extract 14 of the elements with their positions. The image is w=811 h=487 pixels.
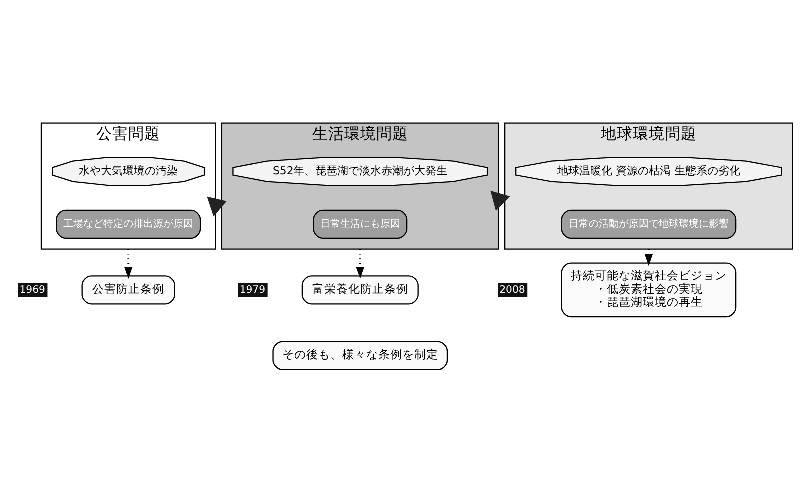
node-label: 1979 bbox=[240, 284, 266, 296]
arrow bbox=[124, 249, 133, 280]
arrow bbox=[207, 196, 227, 217]
node-label: 2008 bbox=[500, 284, 526, 296]
node-box: 持続可能な滋賀社会ビジョン ・低炭素社会の実現 ・琵琶湖環境の再生 bbox=[561, 262, 737, 318]
node-box: その後も、様々な条例を制定 bbox=[272, 341, 448, 370]
arrow bbox=[356, 249, 364, 280]
node-box: 富栄養化防止条例 bbox=[302, 276, 419, 305]
node-box: 日常の活動が原因で地球環境に影響 bbox=[561, 210, 737, 240]
node-label: 1969 bbox=[20, 284, 46, 296]
node-box: 日常生活にも原因 bbox=[313, 210, 408, 240]
node-box: 公害防止条例 bbox=[82, 276, 176, 305]
arrow bbox=[490, 190, 510, 212]
node-box: 工場など特定の排出源が原因 bbox=[56, 210, 202, 240]
